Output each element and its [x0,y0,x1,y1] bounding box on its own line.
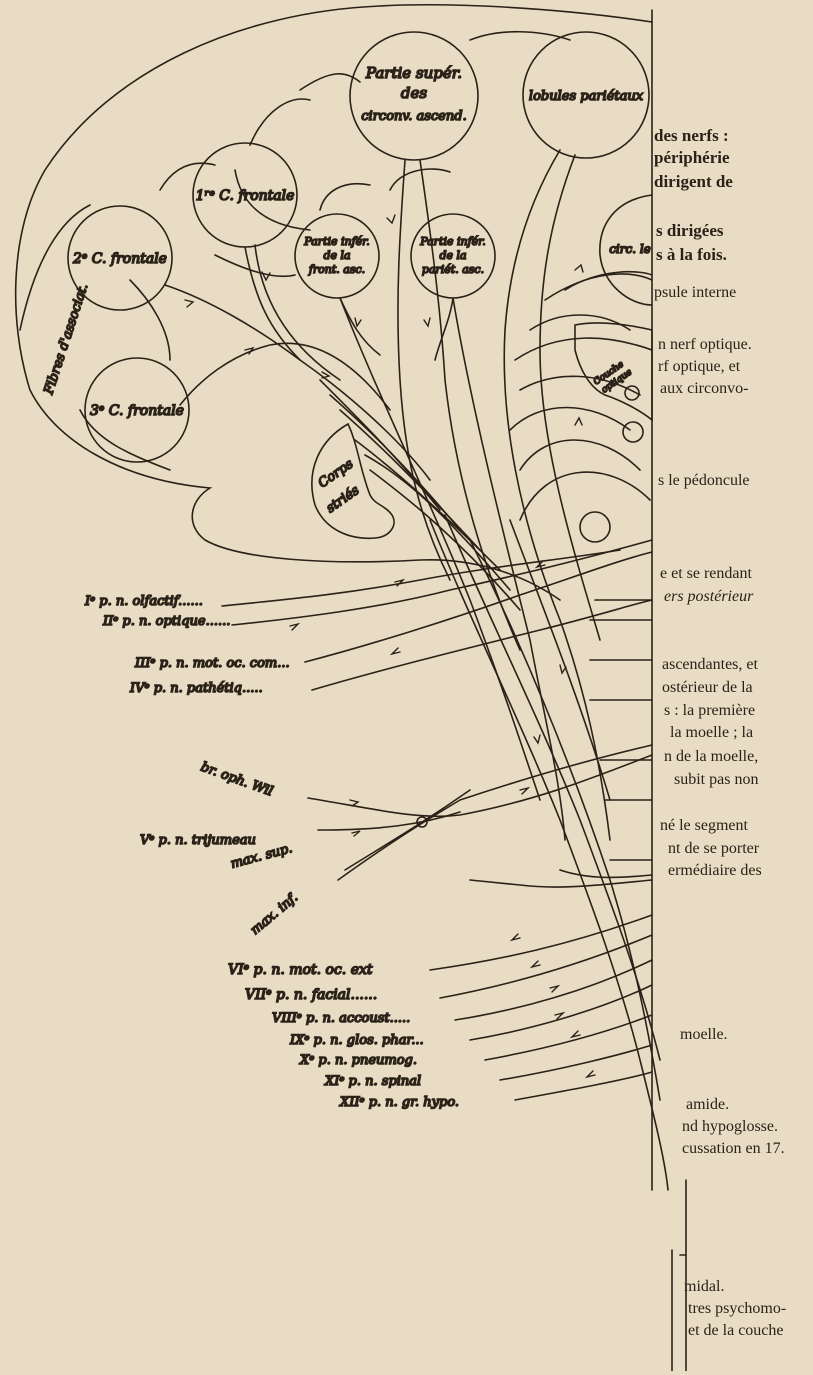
nerve-label-2: IIᵉ p. n. optique...... [102,614,230,629]
label-circ: circ. le [609,242,651,256]
margin-line: ermédiaire des [668,862,762,880]
margin-line: amide. [686,1096,729,1114]
label-c1: 1ʳᵉ C. frontale [196,188,295,204]
arrow-marks [185,215,595,1077]
margin-line: psule interne [654,284,736,302]
nerve-label-3: IIIᵉ p. n. mot. oc. com... [134,656,290,671]
nerve-label-13: Xᵉ p. n. pneumog. [299,1053,417,1068]
nerve-label-11: VIIIᵉ p. n. accoust..... [272,1011,410,1026]
margin-line: subit pas non [674,771,758,789]
label-partie-infer-front-1: Partie infér. [303,235,369,248]
nerve-label-5: br. oph. Wil [199,760,275,800]
margin-line: et de la couche [688,1322,784,1340]
label-partie-infer-front-3: front. asc. [308,263,365,276]
margin-line: s à la fois. [656,245,727,265]
margin-line: né le segment [660,817,748,835]
margin-line: nd hypoglosse. [682,1118,778,1136]
label-partie-infer-pariet-1: Partie infér. [419,235,485,248]
nerve-label-15: XIIᵉ p. n. gr. hypo. [339,1095,459,1110]
margin-line: ostérieur de la [662,679,753,697]
margin-line: la moelle ; la [670,724,753,742]
margin-line: n nerf optique. [658,336,752,354]
nerve-label-6: Vᵉ p. n. trijumeau [140,833,256,848]
nerve-label-12: IXᵉ p. n. glos. phar... [289,1033,424,1048]
label-lobules: lobules pariétaux [529,89,644,104]
label-partie-super-1: Partie supér. [365,64,462,82]
label-fibres: Fibres d'associat. [41,282,91,398]
margin-line: ers postérieur [664,588,753,606]
margin-line: aux circonvo- [660,380,748,398]
margin-line: des nerfs : [654,126,729,146]
margin-line: midal. [684,1278,724,1296]
label-partie-infer-front-2: de la [323,249,350,262]
nerve-label-9: VIᵉ p. n. mot. oc. ext [228,962,373,978]
nerve-label-1: Iᵉ p. n. olfactif...... [84,594,203,609]
label-corps-2: striés [324,483,363,516]
margin-line: périphérie [654,148,730,168]
margin-line: moelle. [680,1026,728,1044]
margin-line: s : la première [664,702,755,720]
nerve-label-8: max. inf. [248,890,301,938]
margin-line: cussation en 17. [682,1140,785,1158]
margin-text-strip: des nerfs : périphérie dirigent de s dir… [654,0,813,1371]
margin-line: ascendantes, et [662,656,758,674]
margin-line: tres psychomo- [688,1300,786,1318]
margin-line: s le pédoncule [658,472,750,490]
margin-line: nt de se porter [668,840,759,858]
margin-line: n de la moelle, [664,748,758,766]
margin-line: s dirigées [656,221,724,241]
label-partie-infer-pariet-2: de la [439,249,466,262]
nerve-label-14: XIᵉ p. n. spinal [324,1074,421,1089]
margin-line: e et se rendant [660,565,752,583]
label-partie-super-2: des [401,84,427,102]
label-c3: 3ᵉ C. frontale [90,403,184,419]
nerve-label-4: IVᵉ p. n. pathétiq..... [129,681,263,696]
label-c2: 2ᵉ C. frontale [72,251,167,267]
nerve-label-10: VIIᵉ p. n. facial...... [245,987,377,1003]
margin-line: dirigent de [654,172,733,192]
label-partie-super-3: circonv. ascend. [361,109,466,124]
margin-line: rf optique, et [658,358,740,376]
label-partie-infer-pariet-3: pariét. asc. [422,263,484,276]
